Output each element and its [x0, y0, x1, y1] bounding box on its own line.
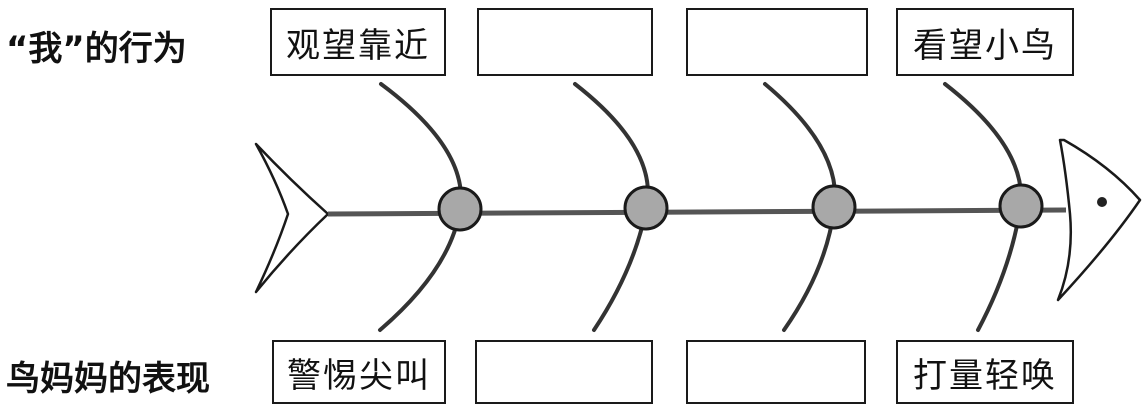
fish-head [1056, 138, 1142, 302]
top-row-label: “我”的行为 [6, 29, 187, 69]
fish-tail [254, 142, 330, 294]
bottom-box-1: 警惕尖叫 [272, 340, 446, 404]
bottom-box-3 [686, 340, 866, 404]
bottom-box-2 [475, 340, 653, 404]
top-box-4: 看望小鸟 [896, 8, 1074, 76]
bottom-row-label: 鸟妈妈的表现 [6, 359, 210, 399]
top-box-3 [686, 8, 868, 76]
joint-2 [623, 185, 669, 231]
joint-1 [437, 186, 483, 232]
fish-eye [1097, 197, 1107, 207]
top-box-2 [477, 8, 653, 76]
top-box-1: 观望靠近 [270, 8, 446, 76]
joint-3 [811, 184, 857, 230]
joint-4 [998, 183, 1044, 229]
bottom-box-4: 打量轻唤 [896, 340, 1074, 404]
